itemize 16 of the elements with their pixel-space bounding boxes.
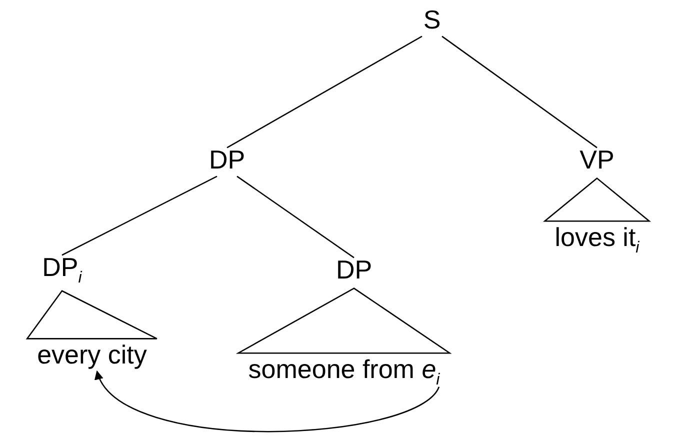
triangle-edge	[542, 177, 652, 222]
branch-line	[62, 176, 218, 256]
phrase-text: loves it$_{i}$	[554, 223, 640, 257]
branch-line	[442, 36, 598, 148]
branch-line	[236, 176, 354, 258]
phrase-text: someone from e$_{i}$	[248, 355, 440, 389]
constituent-label: DP$_{i}$	[42, 253, 82, 287]
constituent-label: DP	[208, 146, 246, 174]
constituent-label: VP	[580, 146, 614, 174]
phrase-text: every city	[37, 340, 147, 370]
triangle-edge	[26, 290, 158, 340]
movement-arrow	[96, 370, 440, 432]
branch-line	[226, 36, 422, 148]
constituent-label: S	[423, 6, 441, 34]
constituent-label: DP	[336, 256, 372, 284]
triangle-edge	[236, 288, 452, 354]
